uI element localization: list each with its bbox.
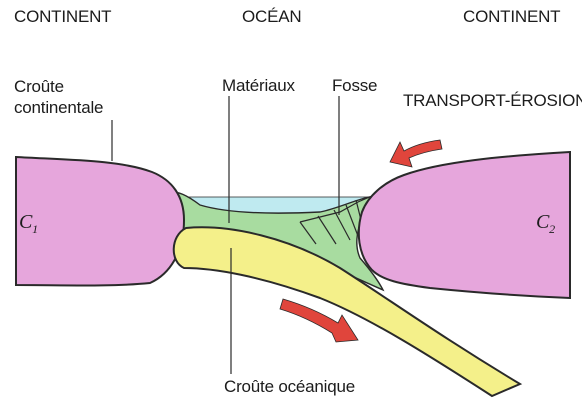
left-continental-block	[16, 157, 184, 286]
label-continental-crust: Croûte continentale	[14, 76, 103, 118]
label-transport-erosion: TRANSPORT-ÉROSION	[403, 91, 582, 111]
label-trench: Fosse	[332, 76, 377, 96]
label-materials: Matériaux	[222, 76, 295, 96]
label-c2: C2	[536, 212, 555, 239]
label-c1: C1	[19, 212, 38, 239]
header-continent-left: CONTINENT	[14, 7, 111, 27]
header-continent-right: CONTINENT	[463, 7, 560, 27]
header-ocean: OCÉAN	[242, 7, 301, 27]
arrow-transport-erosion	[390, 140, 442, 167]
label-oceanic-crust: Croûte océanique	[224, 377, 355, 397]
